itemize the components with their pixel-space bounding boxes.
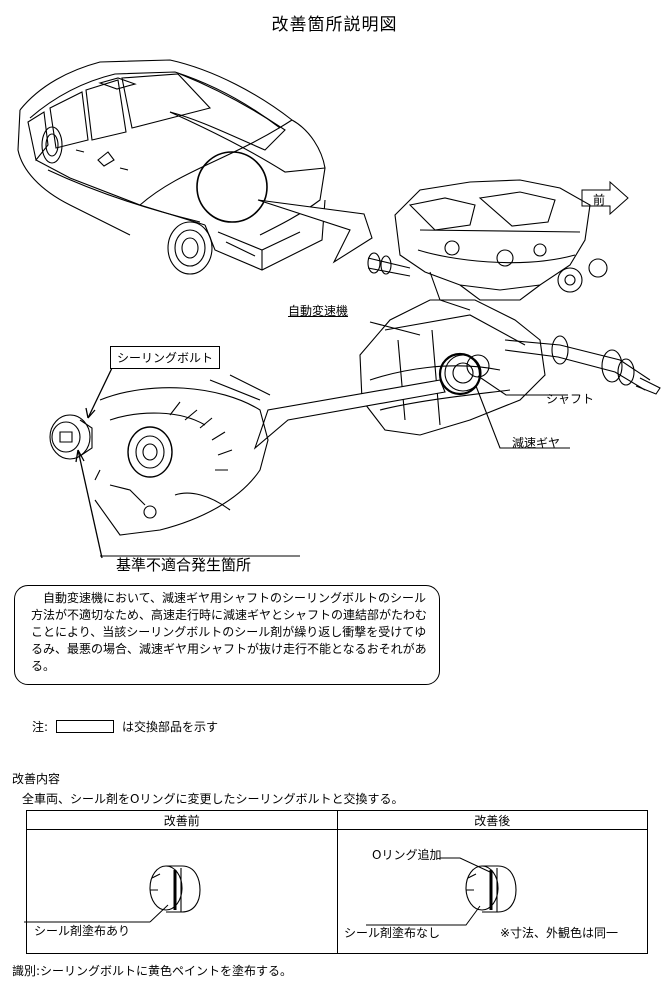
note-prefix: 注:: [32, 720, 49, 734]
before-header: 改善前: [26, 810, 338, 830]
shaft-label: シャフト: [546, 392, 595, 406]
nonconformity-location-label: 基準不適合発生箇所: [116, 556, 252, 574]
sealing-bolt-label: シーリングボルト: [110, 346, 221, 369]
after-callout-no-sealant: シール剤塗布なし: [344, 926, 441, 940]
after-header: 改善後: [336, 810, 648, 830]
improvement-heading: 改善内容: [12, 772, 61, 786]
legend-note: 注: は交換部品を示す: [32, 718, 218, 735]
engine-transmission-drawing: [253, 179, 661, 450]
before-cell: [26, 829, 338, 954]
after-callout-oring: Oリング追加: [372, 848, 442, 862]
identification-text: 識別:シーリングボルトに黄色ペイントを塗布する。: [12, 964, 293, 978]
reduction-gear-label: 減速ギヤ: [512, 436, 561, 450]
after-remark: ※寸法、外観色は同一: [500, 926, 619, 940]
after-cell: [336, 829, 648, 954]
automatic-transmission-label: 自動変速機: [288, 304, 349, 318]
detail-drawing: [49, 367, 300, 559]
replacement-part-swatch: [56, 720, 115, 733]
before-callout: シール剤塗布あり: [34, 924, 131, 938]
page-title: 改善箇所説明図: [271, 15, 398, 35]
before-after-table: 改善前 改善後: [26, 810, 648, 954]
improvement-text: 全車両、シール剤をOリングに変更したシーリングボルトと交換する。: [22, 792, 404, 806]
defect-description: 自動変速機において、減速ギヤ用シャフトのシーリングボルトのシール方法が不適切なた…: [14, 585, 440, 685]
note-suffix: は交換部品を示す: [122, 720, 219, 734]
front-direction-label: 前: [593, 193, 606, 207]
car-drawing: [17, 59, 373, 275]
